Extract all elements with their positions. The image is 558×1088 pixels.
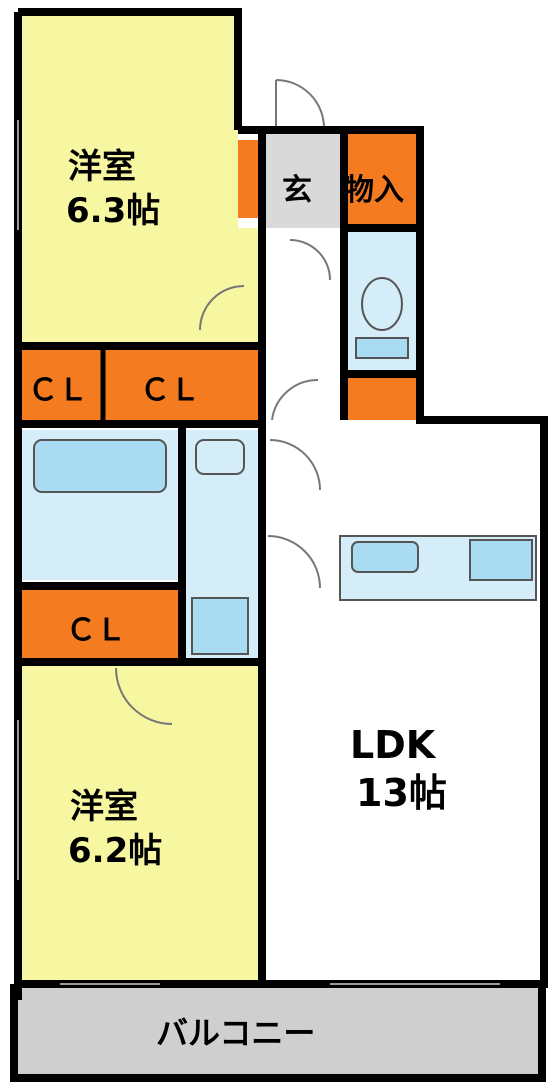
stove-area	[469, 539, 533, 581]
door-swings	[115, 79, 331, 725]
ldk-fill	[262, 420, 544, 980]
bathtub	[33, 439, 167, 493]
closet-2-label: ＣＬ	[140, 373, 200, 408]
kitchen-sink	[351, 541, 419, 573]
washbasin	[195, 439, 245, 475]
balcony-label: バルコニー	[156, 1014, 315, 1052]
western-room-1-name: 洋室	[68, 147, 136, 187]
closet-2-fill	[104, 350, 260, 420]
closet-1-label: ＣＬ	[28, 373, 88, 408]
front-door-swing	[275, 79, 325, 129]
ldk-size: 13帖	[356, 771, 447, 815]
washing-machine-pan	[191, 597, 249, 655]
entrance-label: 玄	[282, 173, 312, 208]
toilet-door-swing	[289, 239, 331, 281]
closet-3-fill	[22, 590, 182, 658]
western-room-2-fill	[22, 660, 260, 980]
hall-door-swing	[271, 378, 319, 421]
toilet-tank	[355, 337, 409, 359]
ldk-name: LDK	[350, 723, 437, 767]
windows	[17, 120, 500, 985]
room2-door-swing	[115, 667, 173, 725]
western-room-2-size: 6.2帖	[68, 831, 162, 871]
entrance-fill	[262, 130, 344, 228]
room1-door-swing	[199, 285, 245, 331]
western-room-2-name: 洋室	[70, 787, 138, 827]
storage-fill	[344, 130, 420, 228]
small-closet-fill	[344, 376, 420, 420]
storage-label: 物入	[344, 173, 404, 208]
western-room-1-size: 6.3帖	[66, 191, 160, 231]
washroom-door-swing	[269, 439, 321, 491]
closet-3-label: ＣＬ	[66, 613, 126, 648]
western-room-1-fill	[22, 16, 262, 342]
ldk-door-swing	[267, 535, 321, 589]
closet-1-fill	[22, 350, 102, 420]
toilet-bowl	[361, 277, 403, 331]
balcony-fill	[18, 988, 538, 1074]
hallway-fill	[262, 228, 344, 420]
